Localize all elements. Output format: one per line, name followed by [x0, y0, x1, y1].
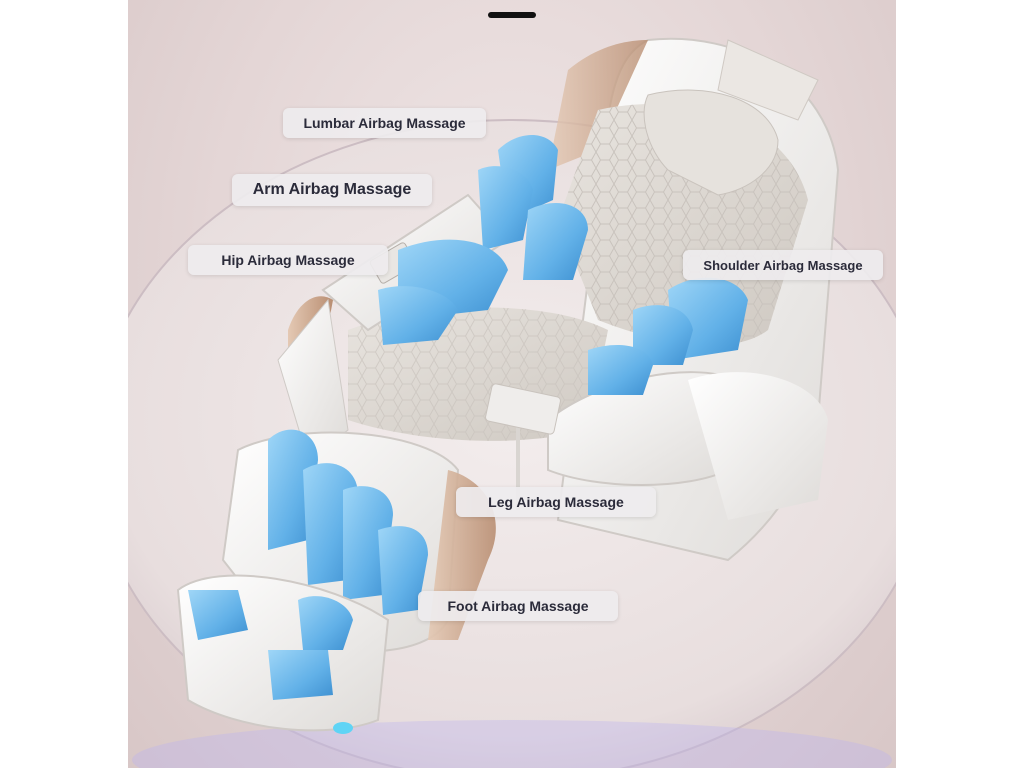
product-image: Lumbar Airbag Massage Arm Airbag Massage…	[128, 0, 896, 768]
shoulder-airbag-label: Shoulder Airbag Massage	[683, 250, 883, 280]
arm-airbag-label: Arm Airbag Massage	[232, 174, 432, 206]
hip-airbag-label: Hip Airbag Massage	[188, 245, 388, 275]
foot-airbag-label: Foot Airbag Massage	[418, 591, 618, 621]
chair-illustration	[128, 37, 896, 768]
top-handle-bar	[488, 12, 536, 18]
leg-airbag-label: Leg Airbag Massage	[456, 487, 656, 517]
lumbar-airbag-label: Lumbar Airbag Massage	[283, 108, 486, 138]
